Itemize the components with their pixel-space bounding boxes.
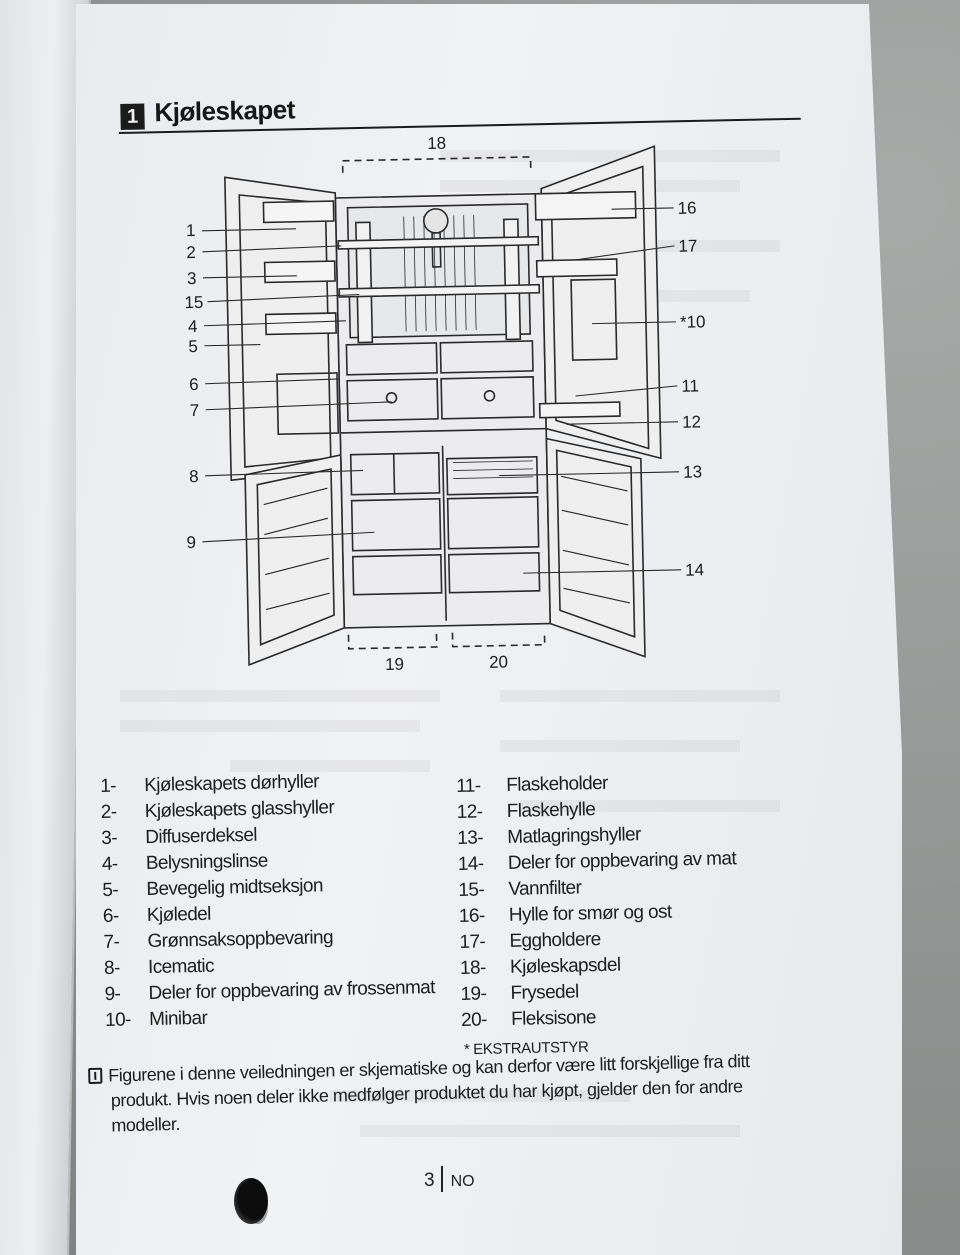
callout-18: 18 [427, 134, 446, 153]
callout-19: 19 [385, 655, 404, 674]
callout-9: 9 [186, 533, 196, 552]
callout-4: 4 [188, 317, 198, 336]
callout-20: 20 [489, 652, 508, 671]
callout-3: 3 [187, 269, 197, 288]
info-icon [88, 1067, 103, 1084]
page-footer: 3 NO [424, 1166, 475, 1192]
callout-17: 17 [678, 236, 697, 255]
page-number: 3 [424, 1170, 435, 1191]
callout-12: 12 [682, 412, 701, 431]
callout-5: 5 [188, 337, 198, 356]
callout-1: 1 [186, 221, 196, 240]
language-code: NO [450, 1173, 475, 1190]
callout-16: 16 [677, 198, 696, 217]
footer-divider [440, 1166, 443, 1192]
legend-left: 1-Kjøleskapets dørhyller 2-Kjøleskapets … [100, 771, 436, 1031]
callout-6: 6 [189, 375, 199, 394]
callout-11: 11 [681, 376, 699, 395]
callout-14: 14 [685, 560, 704, 579]
callout-10: *10 [680, 312, 706, 332]
callout-7: 7 [190, 401, 200, 420]
callout-8: 8 [189, 467, 199, 486]
punch-hole [234, 1178, 268, 1224]
callout-13: 13 [683, 462, 702, 481]
callout-2: 2 [186, 243, 196, 262]
legend-right: 11-Flaskeholder 12-Flaskehylle 13-Matlag… [456, 772, 737, 1031]
callout-15: 15 [184, 293, 203, 312]
